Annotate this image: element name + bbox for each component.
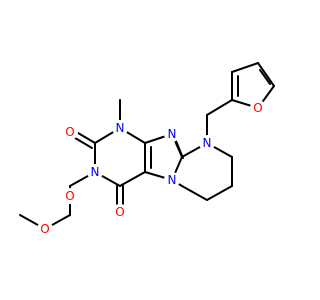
molecule-structure: N N N N N O O O — [19, 62, 275, 237]
atom-O4-label: O — [115, 205, 124, 219]
atom-N7: N — [164, 172, 180, 188]
atom-N7-label: N — [168, 173, 177, 187]
bond-C13-C14 — [181, 185, 208, 201]
atom-Oc: O — [62, 188, 78, 204]
bond-C4-C4a — [119, 171, 146, 187]
bond-N9-C9a-double — [175, 140, 184, 159]
purinedione-ring — [94, 127, 152, 187]
atom-labels: N N N N N O O O — [37, 100, 266, 237]
atom-N1: N — [112, 120, 128, 136]
atom-O2: O — [62, 124, 78, 140]
atom-N10-label: N — [203, 136, 212, 150]
atom-Of-label: O — [253, 101, 262, 115]
atom-N10: N — [199, 135, 215, 151]
bond-Cf4-Cf5-double — [259, 69, 271, 85]
atom-N3-label: N — [91, 165, 100, 179]
atom-O4: O — [112, 204, 128, 220]
atom-N9: N — [164, 126, 180, 142]
bond-CH2-Cf2 — [206, 99, 233, 116]
atom-N9-label: N — [168, 127, 177, 141]
atom-N1-label: N — [116, 121, 125, 135]
atom-Oe: O — [37, 221, 53, 237]
atom-N3: N — [87, 164, 103, 180]
atom-Oc-label: O — [65, 189, 74, 203]
atom-Of: O — [250, 100, 266, 116]
bond-C12-C13 — [206, 185, 233, 201]
atom-Oe-label: O — [40, 222, 49, 236]
bond-Cf4-Cf5 — [257, 62, 275, 87]
bond-Cf3-Cf4 — [231, 62, 259, 73]
atom-O2-label: O — [65, 125, 74, 139]
ester-chain — [19, 171, 96, 230]
molecule-canvas: N N N N N O O O — [19, 62, 275, 237]
